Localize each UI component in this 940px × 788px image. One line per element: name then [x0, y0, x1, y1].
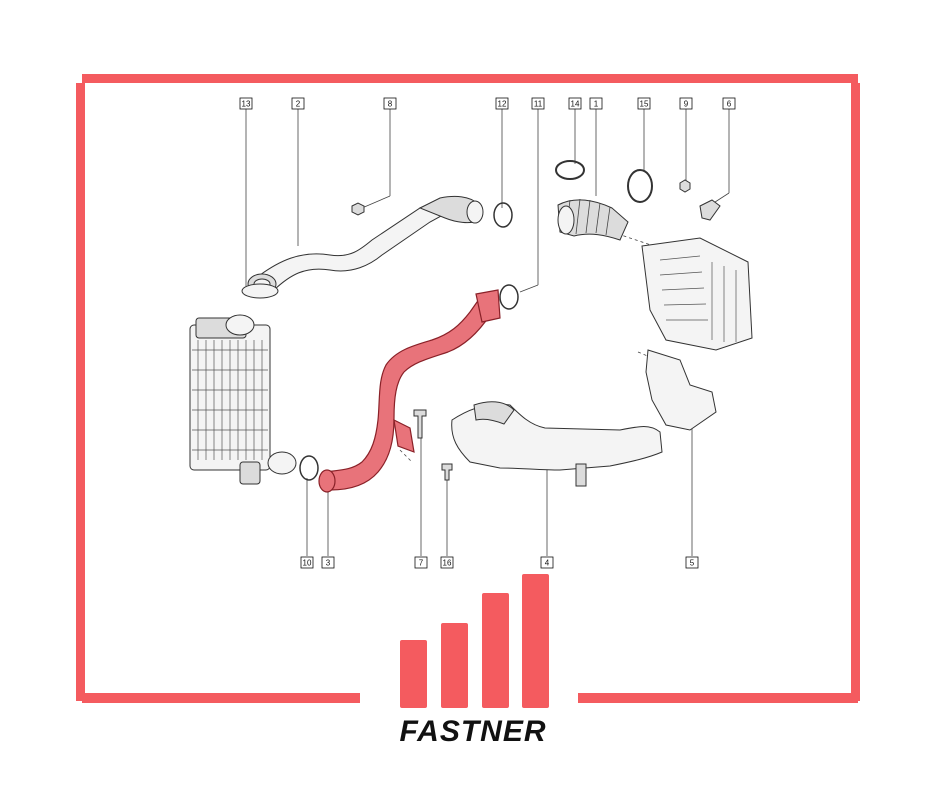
- air-box: [641, 237, 753, 431]
- callout-2: 2: [291, 97, 305, 110]
- callout-13: 13: [239, 97, 253, 110]
- svg-text:14: 14: [571, 100, 580, 109]
- svg-text:16: 16: [443, 559, 452, 568]
- svg-text:11: 11: [534, 100, 543, 109]
- callout-5: 5: [685, 556, 699, 569]
- svg-text:6: 6: [727, 100, 732, 109]
- svg-text:4: 4: [545, 559, 550, 568]
- brand-name: FASTNER: [399, 715, 546, 748]
- callout-12: 12: [495, 97, 509, 110]
- seal-ring: [499, 284, 519, 310]
- svg-text:9: 9: [684, 100, 689, 109]
- leader-lines: [245, 109, 730, 556]
- seal-ring: [493, 202, 513, 228]
- nut-icon: [679, 179, 691, 193]
- callout-15: 15: [637, 97, 651, 110]
- callout-10: 10: [300, 556, 314, 569]
- svg-text:1: 1: [594, 100, 599, 109]
- callout-1: 1: [589, 97, 603, 110]
- brand-frame: [76, 74, 860, 703]
- callout-3: 3: [321, 556, 335, 569]
- nut-icon: [351, 202, 365, 216]
- callout-9: 9: [679, 97, 693, 110]
- callout-labels: 13 2 8 12 11 14 1 15: [239, 97, 736, 569]
- upper-pipe: [247, 195, 484, 295]
- highlighted-hose: [318, 289, 501, 493]
- svg-text:8: 8: [388, 100, 393, 109]
- hose-clamp: [627, 169, 653, 203]
- intake-hose: [557, 198, 629, 241]
- callout-11: 11: [531, 97, 545, 110]
- sensor-icon: [699, 199, 721, 221]
- callout-14: 14: [568, 97, 582, 110]
- seal-ring: [299, 455, 319, 481]
- clamp-ring: [241, 283, 279, 299]
- svg-text:10: 10: [303, 559, 312, 568]
- callout-4: 4: [540, 556, 554, 569]
- callout-8: 8: [383, 97, 397, 110]
- callout-6: 6: [722, 97, 736, 110]
- intercooler: [189, 314, 297, 485]
- svg-text:12: 12: [498, 100, 507, 109]
- svg-text:7: 7: [419, 559, 424, 568]
- hose-clamp: [555, 160, 585, 180]
- svg-text:2: 2: [296, 100, 301, 109]
- bolt-icon: [413, 409, 427, 439]
- brand-logo-bars: [400, 574, 549, 708]
- air-duct: [451, 401, 663, 487]
- svg-text:5: 5: [690, 559, 695, 568]
- svg-text:3: 3: [326, 559, 331, 568]
- svg-text:15: 15: [640, 100, 649, 109]
- svg-text:13: 13: [242, 100, 251, 109]
- bolt-icon: [441, 463, 453, 481]
- callout-16: 16: [440, 556, 454, 569]
- callout-7: 7: [414, 556, 428, 569]
